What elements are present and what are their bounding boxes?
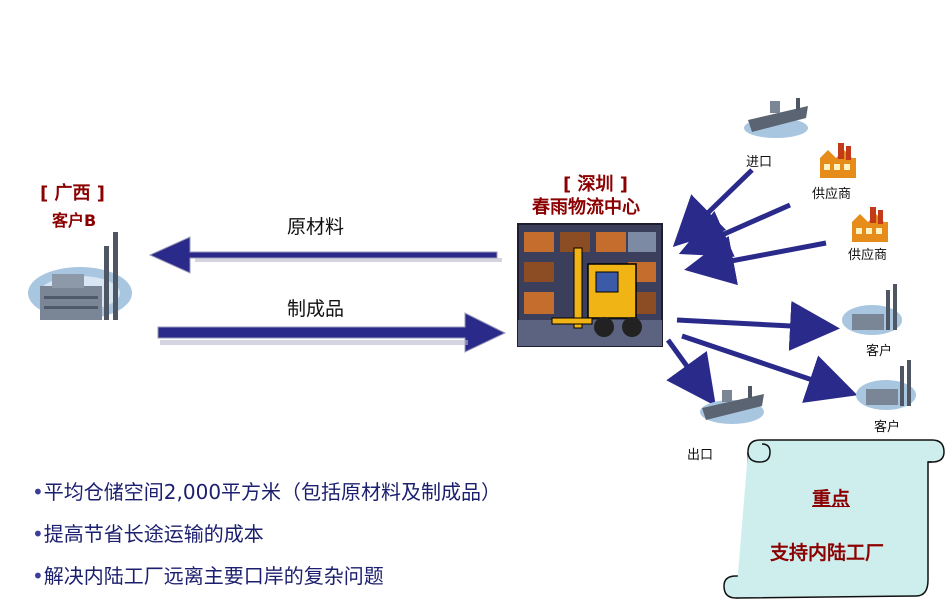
bullet-item: •提高节省长途运输的成本: [32, 518, 264, 547]
client-1-label: 客户: [866, 344, 893, 359]
center-region-label: [ 深圳 ]: [563, 174, 628, 195]
client-2-factory-icon: [856, 360, 916, 410]
bullet-marker: •: [32, 522, 44, 546]
bullet-marker: •: [32, 480, 44, 504]
bullet-item: •平均仓储空间2,000平方米（包括原材料及制成品）: [32, 476, 501, 505]
supplier-2-label: 供应商: [848, 248, 888, 263]
factory-icon: [28, 232, 132, 320]
left-client-label: 客户B: [52, 211, 97, 230]
raw-material-arrow: [148, 236, 502, 274]
bullet-text: 平均仓储空间2,000平方米（包括原材料及制成品）: [43, 480, 502, 504]
radiating-arrows: [665, 168, 858, 407]
supplier-1-label: 供应商: [812, 187, 852, 202]
export-label: 出口: [687, 448, 714, 463]
scroll-body: 支持内陆工厂: [770, 542, 885, 564]
scroll-title: 重点: [812, 488, 851, 510]
warehouse-forklift-icon: [517, 223, 663, 347]
raw-material-label: 原材料: [287, 216, 345, 238]
supplier-1-factory-icon: [820, 143, 856, 178]
bullet-text: 提高节省长途运输的成本: [43, 522, 264, 546]
center-name-label: 春雨物流中心: [532, 197, 640, 218]
client-1-factory-icon: [842, 284, 902, 335]
bullet-marker: •: [32, 564, 44, 588]
bullet-item: •解决内陆工厂远离主要口岸的复杂问题: [32, 560, 384, 589]
supplier-2-factory-icon: [852, 207, 888, 242]
import-ship-icon: [744, 98, 808, 138]
scroll-shape: [723, 439, 945, 599]
bullet-text: 解决内陆工厂远离主要口岸的复杂问题: [43, 564, 384, 588]
finished-goods-label: 制成品: [287, 298, 345, 320]
export-ship-icon: [700, 386, 764, 424]
import-label: 进口: [746, 155, 773, 170]
client-2-label: 客户: [874, 420, 901, 435]
left-region-label: [ 广西 ]: [40, 183, 105, 204]
finished-goods-arrow: [157, 312, 507, 353]
